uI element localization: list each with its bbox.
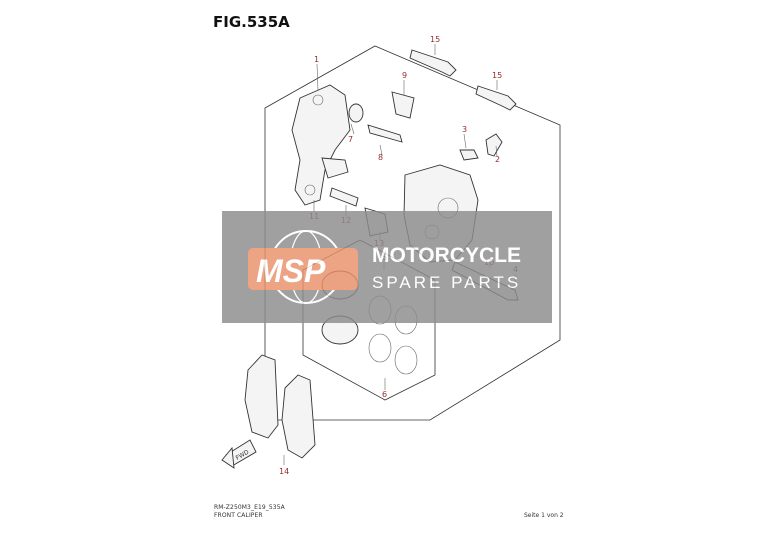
brake-pad-right	[281, 374, 316, 459]
seal-ring	[368, 333, 392, 363]
watermark-brand: MSP	[256, 253, 326, 289]
brake-pad-left	[244, 354, 279, 439]
callout-9: 9	[402, 71, 407, 80]
bracket-hole	[304, 184, 316, 196]
bleeder-valve-2	[485, 133, 503, 157]
callout-15-lower: 15	[492, 71, 502, 80]
seal-ring	[394, 345, 418, 375]
callout-7: 7	[348, 135, 353, 144]
watermark-logo-plate	[248, 248, 358, 290]
watermark-line2: SPARE PARTS	[372, 273, 521, 292]
callout-1: 1	[314, 55, 319, 64]
bracket-hole	[312, 94, 324, 106]
callout-3: 3	[462, 125, 467, 134]
bolt-15-lower	[475, 85, 517, 111]
figure-name: FRONT CALIPER	[214, 512, 263, 519]
bleeder-cap-3	[459, 149, 479, 161]
callout-8: 8	[378, 153, 383, 162]
callout-15-upper: 15	[430, 35, 440, 44]
slide-pin-8	[367, 124, 403, 143]
pad-spring-9	[391, 91, 415, 119]
watermark: MSP MOTORCYCLE SPARE PARTS	[222, 211, 552, 323]
figure-code: RM-Z250M3_E19_535A	[214, 504, 285, 511]
bolt-15-upper	[409, 49, 457, 77]
callout-2: 2	[495, 155, 500, 164]
figure-title: FIG.535A	[213, 13, 290, 31]
callout-6: 6	[382, 390, 387, 399]
callout-14: 14	[279, 467, 289, 476]
boot-7	[348, 103, 364, 123]
pad-spring-clip	[321, 157, 349, 179]
forward-arrow: FWD	[221, 439, 257, 469]
slide-pin-12	[329, 187, 359, 207]
watermark-line1: MOTORCYCLE	[372, 244, 521, 267]
page-number: Seite 1 von 2	[524, 512, 564, 519]
caliper-bracket	[291, 84, 351, 206]
